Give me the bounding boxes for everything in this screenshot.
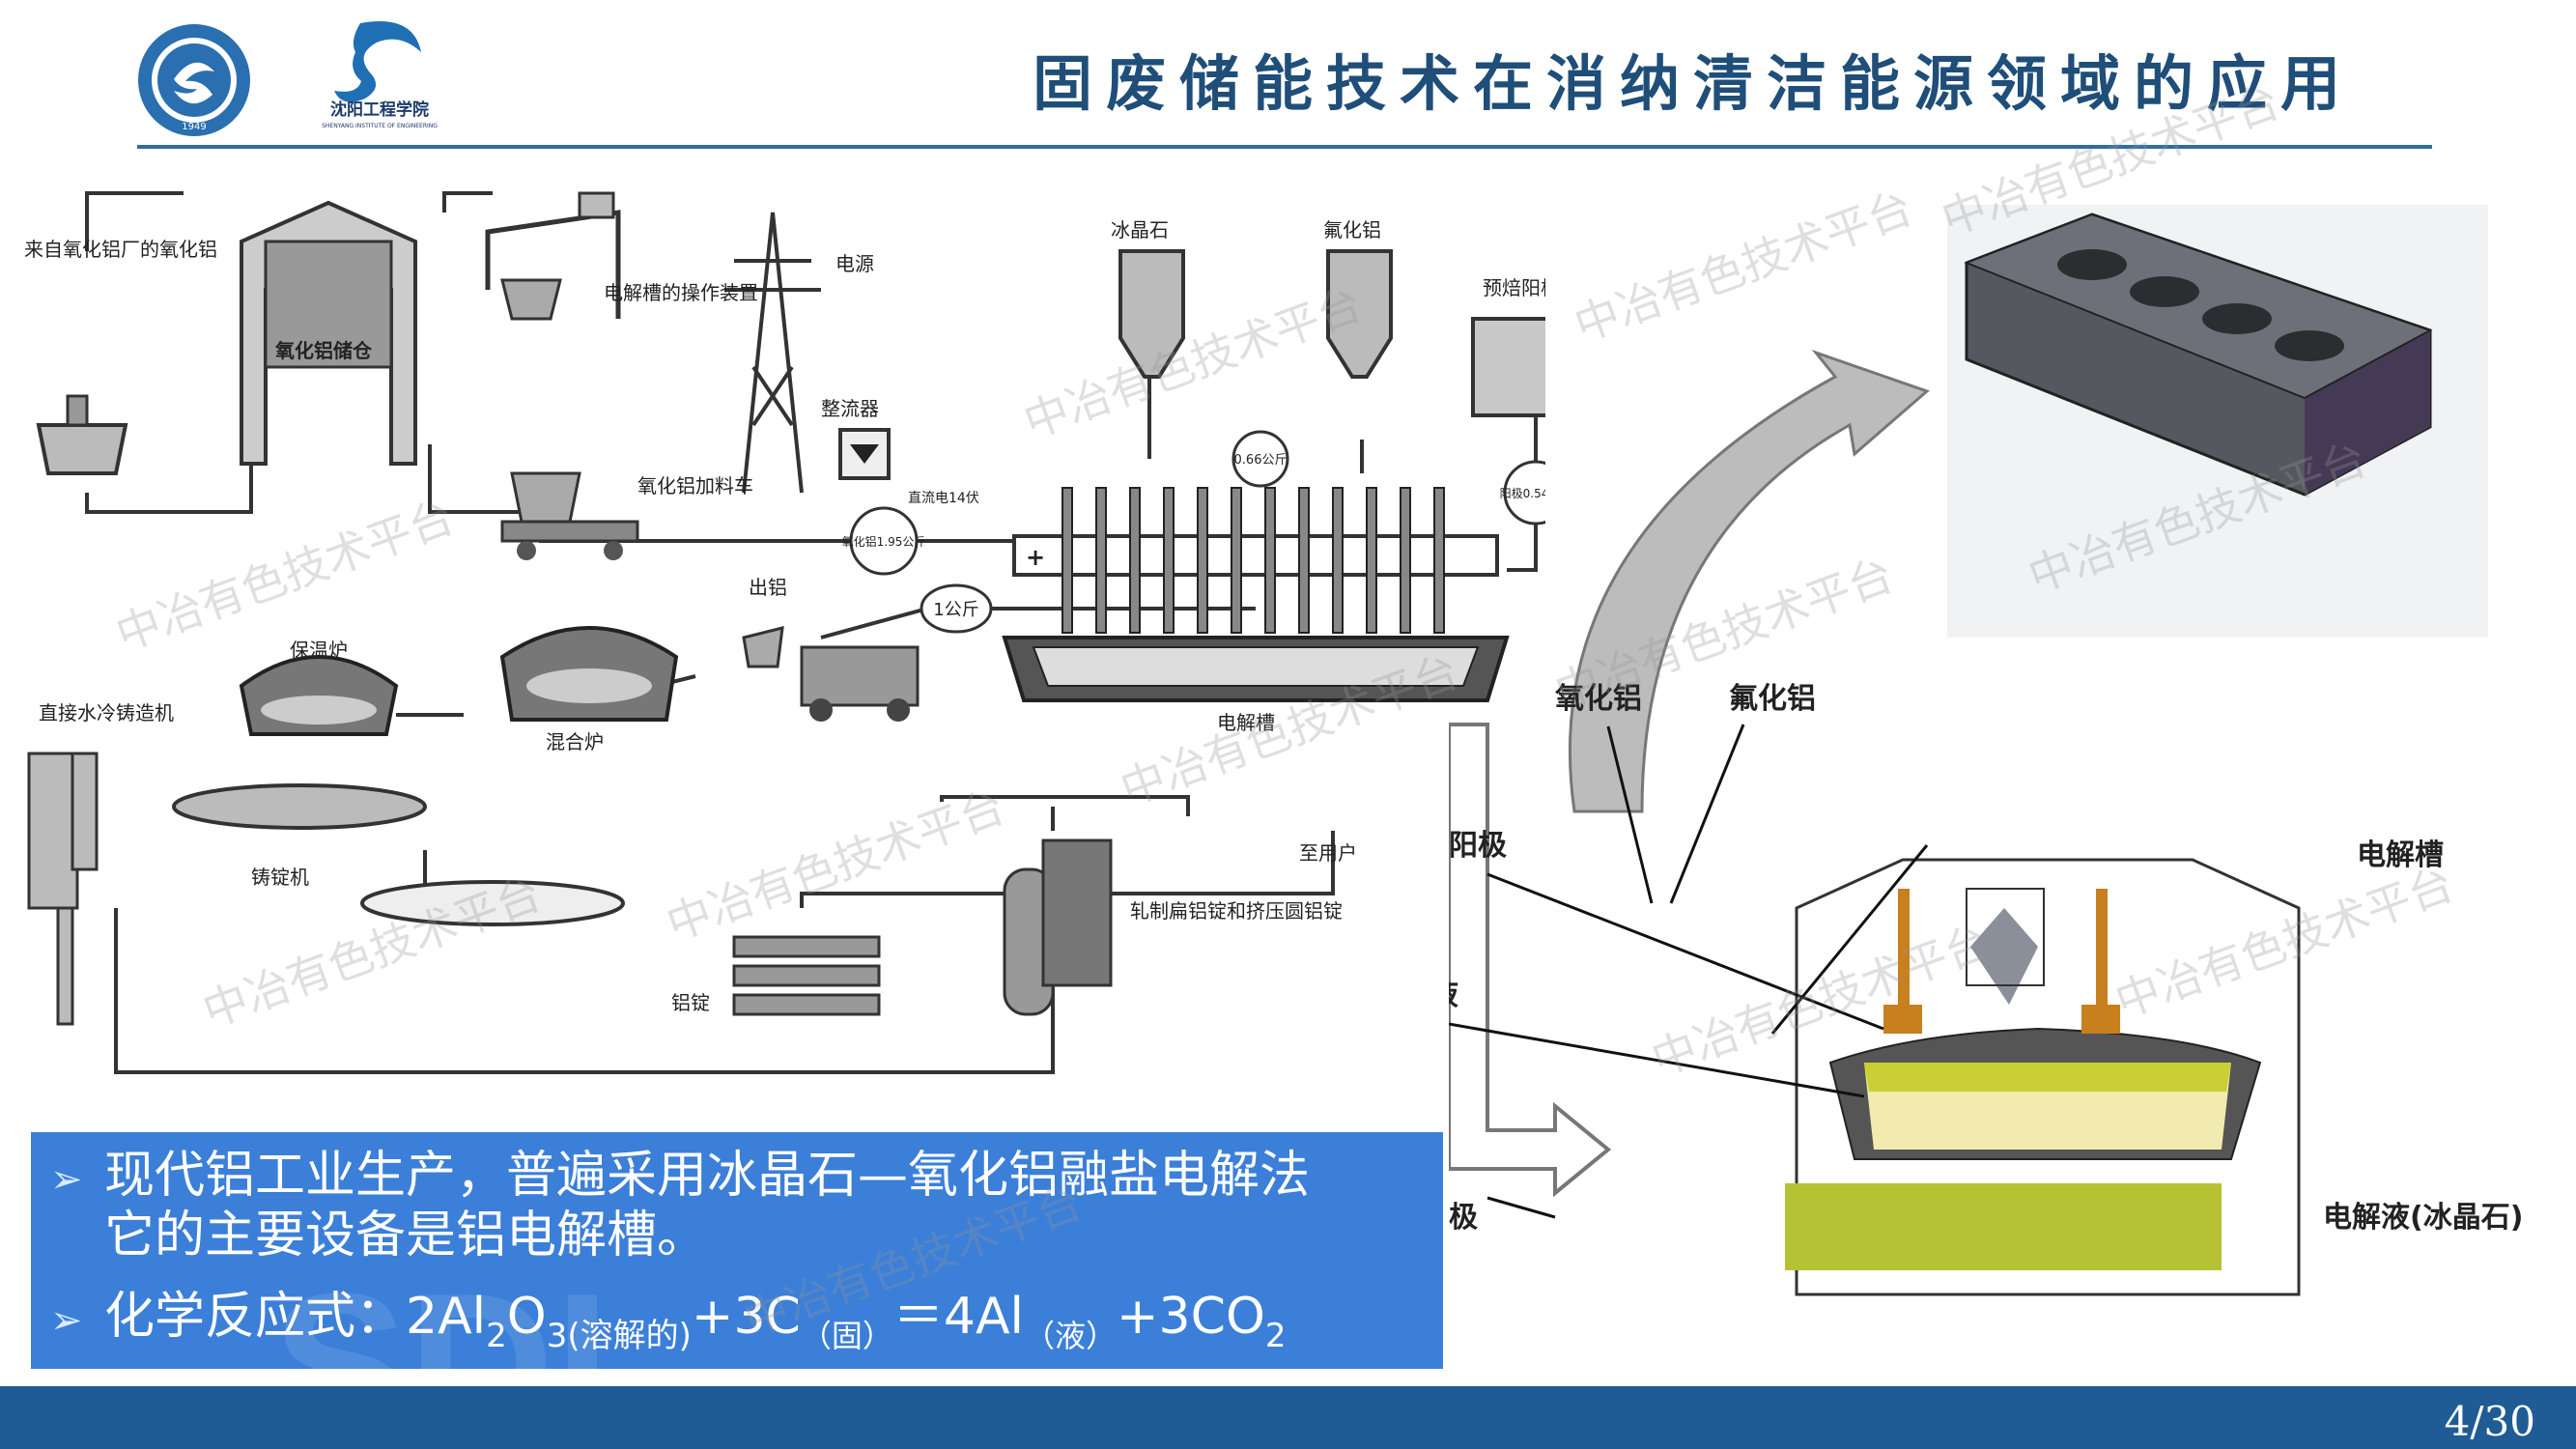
anode-rod-right [2096, 889, 2108, 1014]
ingot-caster-icon [172, 783, 625, 926]
dc-casting-machine-icon [27, 752, 99, 1026]
label-cell: 电解槽 [2357, 838, 2444, 872]
label-rolled: 轧制扁铝锭和挤压圆铝锭 [1130, 899, 1343, 923]
label-cathode: 阴极 [1449, 1201, 1478, 1235]
bullet-1-line-1: 现代铝工业生产，普遍采用冰晶石—氧化铝融盐电解法 [104, 1147, 1311, 1205]
curved-arrow-icon [1568, 349, 1930, 813]
aluminum-production-flowchart: 来自氧化铝厂的氧化铝 氧化铝储仓 电解槽的操作装置 电源 整流器 直流电14伏 … [24, 191, 1545, 1074]
label-electrolyte: 电解液(冰晶石) [2323, 1201, 2523, 1235]
label-silo: 氧化铝储仓 [274, 339, 373, 362]
decorative-text: SDI [272, 1251, 611, 1369]
label-cryolite: 冰晶石 [1111, 218, 1169, 242]
power-tower-icon [724, 212, 821, 494]
anode-rod-left [1898, 889, 1910, 1014]
label-power: 电源 [835, 252, 874, 275]
logo-subname: SHENYANG INSTITUTE OF ENGINEERING [322, 123, 438, 129]
bullet-1-line-2: 它的主要设备是铝电解槽。 [104, 1207, 708, 1264]
electrolytic-cell-icon [1002, 534, 1510, 702]
ingot-stack-icon [732, 935, 881, 1016]
logo-year: 1949 [182, 122, 206, 132]
alumina-silo-icon [240, 200, 417, 466]
label-plus: + [1026, 544, 1045, 571]
operating-crane-icon [485, 191, 621, 321]
label-alumina195: 氧化铝1.95公斤 [842, 534, 926, 549]
fluoride-hopper-icon [1326, 249, 1393, 379]
label-one-kg: 1公斤 [933, 600, 978, 620]
label-mixing: 混合炉 [546, 730, 604, 753]
label-rectifier: 整流器 [821, 397, 879, 420]
label-from-plant: 来自氧化铝厂的氧化铝 [24, 238, 217, 261]
bullet-1: ➢ 现代铝工业生产，普遍采用冰晶石—氧化铝融盐电解法 [50, 1146, 1310, 1209]
label-q066: 0.66公斤 [1234, 453, 1288, 468]
cell-cross-section-diagram: 氧化铝 氟化铝 阳极 电解槽 铝液 阴极 电解液(冰晶石) [1449, 349, 2523, 1296]
label-liquid-al: 铝液 [1449, 979, 1458, 1012]
footer-bar [0, 1386, 2576, 1449]
holding-furnace-icon [239, 655, 399, 736]
university-seal-logo: 1949 [138, 24, 250, 136]
label-feeder: 氧化铝加料车 [637, 474, 753, 497]
cell-3d-model [1947, 205, 2488, 638]
label-dc: 直流电14伏 [908, 490, 979, 506]
label-caster: 铸锭机 [251, 866, 309, 889]
title-divider [137, 145, 2432, 149]
cell-anodes [1062, 487, 1445, 634]
label-to-user: 至用户 [1299, 841, 1357, 865]
label-ingot: 铝锭 [671, 991, 710, 1014]
page-number: 4/30 [2444, 1398, 2535, 1445]
cathode-block [1785, 1183, 2222, 1270]
logo-name: 沈阳工程学院 [330, 99, 429, 120]
label-anode054: 阳极0.54公斤 [1500, 487, 1545, 500]
label-holding: 保温炉 [290, 639, 348, 662]
label-fluoride: 氟化铝 [1729, 682, 1816, 716]
barge-icon [36, 423, 128, 475]
page-title: 固废储能技术在消纳清洁能源领域的应用 [1032, 48, 2354, 119]
label-alumina: 氧化铝 [1555, 682, 1642, 716]
bullet-arrow-icon: ➢ [50, 1157, 83, 1202]
label-tapping: 出铝 [749, 576, 787, 599]
watermark: 中冶有色技术平台 [1567, 181, 1920, 353]
bullet-arrow-icon: ➢ [50, 1298, 83, 1343]
label-prebaked: 预焙阳极 [1483, 276, 1545, 299]
summary-textbox: SDI ➢ 现代铝工业生产，普遍采用冰晶石—氧化铝融盐电解法 它的主要设备是铝电解… [31, 1132, 1443, 1369]
label-cell: 电解槽 [1217, 711, 1275, 734]
label-dc-cast: 直接水冷铸造机 [39, 701, 174, 724]
prebaked-anode-icon [1471, 317, 1545, 417]
feeder-cart-icon [500, 471, 639, 560]
forklift-icon [742, 626, 920, 722]
label-operator: 电解槽的操作装置 [604, 281, 758, 304]
alumina-crust [1970, 908, 2038, 1005]
bullet-2: ➢化学反应式：2Al2O3(溶解的)+3C（固）＝4Al（液）+3CO2 [50, 1288, 1287, 1355]
bent-arrow-icon [1449, 723, 1612, 1198]
institute-logo: 沈阳工程学院 SHENYANG INSTITUTE OF ENGINEERING [322, 21, 438, 129]
rolled-ingot-icon [1003, 838, 1113, 1016]
label-anode: 阳极 [1449, 829, 1507, 863]
mixing-furnace-icon [499, 626, 679, 722]
label-fluoride: 氟化铝 [1323, 218, 1381, 242]
cryolite-hopper-icon [1118, 249, 1185, 379]
